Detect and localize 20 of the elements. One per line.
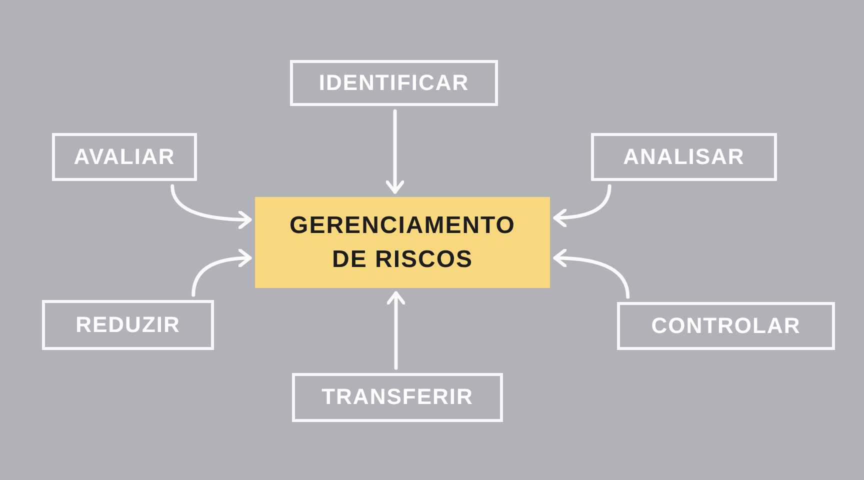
box-label: CONTROLAR	[651, 314, 801, 338]
process-box	[617, 302, 835, 350]
process-box	[591, 133, 777, 181]
curved-arrow	[192, 248, 252, 297]
curved-arrow	[553, 248, 630, 299]
curved-arrow	[553, 184, 612, 228]
process-box	[42, 300, 214, 350]
process-box	[290, 60, 498, 106]
box-label: TRANSFERIR	[322, 385, 474, 410]
process-box	[52, 133, 197, 181]
process-box	[292, 373, 503, 422]
arrow	[386, 291, 406, 370]
box-label: REDUZIR	[76, 312, 180, 338]
curved-arrow	[170, 184, 252, 230]
box-label: IDENTIFICAR	[318, 70, 470, 96]
box-label: ANALISAR	[623, 144, 745, 170]
box-label: AVALIAR	[74, 144, 176, 170]
arrow	[385, 109, 405, 194]
central-topic-box	[255, 197, 550, 288]
central-topic-label: GERENCIAMENTO DE RISCOS	[288, 210, 516, 274]
